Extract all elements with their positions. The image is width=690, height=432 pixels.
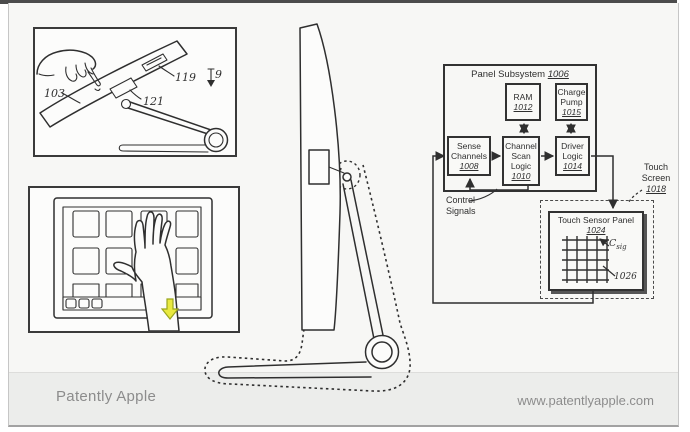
leader-119 [158,65,175,77]
footer-band: Patently Apple www.patentlyapple.com [9,372,678,425]
channel-scan-logic-box: Channel Scan Logic 1010 [502,136,540,186]
ram-box: RAM 1012 [505,83,541,121]
stand-base [118,144,209,153]
touch-gesture-drawing [53,197,213,331]
ref-119: 119 [175,71,196,84]
figure-tilted-display: 103 119 121 9 [33,27,237,157]
ref-103: 103 [44,87,65,100]
dock-icons [65,298,103,309]
touch-sensor-panel-title: Touch Sensor Panel [557,215,635,225]
stand-arm [127,101,215,135]
hand-over-screen [113,211,180,331]
leader-103 [61,92,81,104]
hand-tapping [36,49,101,92]
panel-subsystem-title: Panel Subsystem 1006 [471,69,569,80]
touch-screen-label: Touch Screen 1018 [641,162,671,194]
figure-touch-gesture [28,186,240,333]
base-wheel [364,334,400,370]
stand-arm [342,179,385,345]
tilted-display-drawing: 103 119 121 9 [36,40,229,153]
leader-121 [129,89,142,100]
mount-link [328,166,345,174]
control-signals-label: Control Signals [446,195,476,216]
hinge-dotted-outline [333,160,361,190]
top-border [0,0,677,4]
csig-label: Csig [609,238,627,251]
stand-wheel [203,127,229,153]
hinge-joint [120,98,132,110]
base-wheel-inner [371,341,393,363]
touch-sensor-panel-ref: 1024 [586,225,606,236]
stand-base [218,361,372,379]
figure-number: 9 [215,68,222,81]
driver-logic-box: Driver Logic 1014 [555,136,590,176]
monitor-outline [53,197,213,319]
figure-imac-side-view [204,23,411,392]
site-url[interactable]: www.patentlyapple.com [517,393,654,408]
ref-121: 121 [143,95,164,108]
hinge [342,172,352,182]
door-121 [109,77,138,99]
gesture-down-arrow [160,298,180,320]
sense-channels-box: Sense Channels 1008 [447,136,491,176]
rear-mount [308,149,330,185]
site-brand: Patently Apple [56,388,157,405]
slot-119-detail [146,57,162,66]
figure-direction-arrow [207,68,215,87]
stand-wheel-inner [208,132,224,148]
charge-pump-box: Charge Pump 1015 [555,83,588,121]
ref-1026: 1026 [614,272,637,282]
